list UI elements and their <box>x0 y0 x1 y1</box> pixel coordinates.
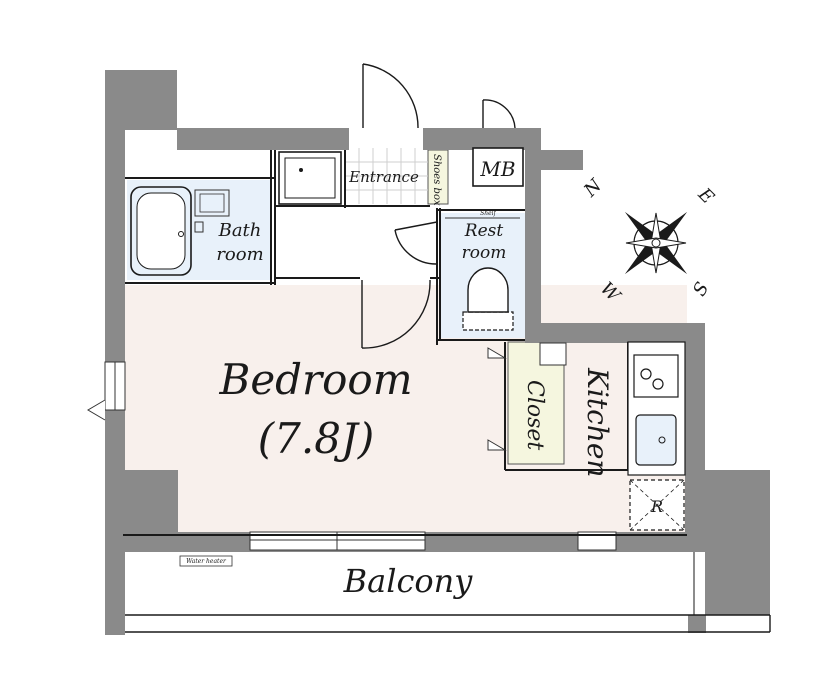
bathroom-label-line1: Bath <box>218 220 262 241</box>
refrigerator-space <box>629 479 685 531</box>
restroom-label-line1: Rest <box>464 221 504 241</box>
compass-icon <box>624 211 688 275</box>
washer-space <box>278 151 342 205</box>
restroom-label-line2: room <box>462 243 507 263</box>
burner-icon <box>640 368 652 380</box>
bathroom-label-line2: room <box>216 244 263 265</box>
compass-s-label: S <box>689 279 713 300</box>
bathtub-inner <box>136 192 186 270</box>
kitchen-sink <box>635 414 677 466</box>
balcony-label: Balcony <box>343 562 474 600</box>
doors <box>361 63 516 349</box>
bedroom-size-label: (7.8J) <box>258 414 374 463</box>
toilet-tank <box>462 311 514 331</box>
refrigerator-label: R <box>650 497 663 516</box>
closet-pipe <box>539 342 567 366</box>
compass-n-label: N <box>579 174 607 202</box>
mb-label: MB <box>479 157 515 181</box>
side-door <box>87 399 106 421</box>
compass-e-label: E <box>693 183 718 208</box>
closet-label: Closet <box>522 380 547 450</box>
water-heater-box <box>179 555 233 567</box>
shoes-box-label: Shoes box <box>431 154 442 206</box>
bath-vanity <box>194 189 230 217</box>
stove <box>633 354 679 398</box>
toilet-bowl <box>467 267 509 313</box>
shelf-label: Shelf <box>480 210 497 217</box>
bedroom-label: Bedroom <box>218 355 412 404</box>
burner-icon <box>652 378 664 390</box>
kitchen-label: Kitchen <box>581 367 614 477</box>
entrance-label: Entrance <box>348 168 419 186</box>
water-heater-label: Water heater <box>186 558 227 565</box>
mb-box <box>472 147 524 187</box>
entrance-tiles <box>345 148 428 204</box>
